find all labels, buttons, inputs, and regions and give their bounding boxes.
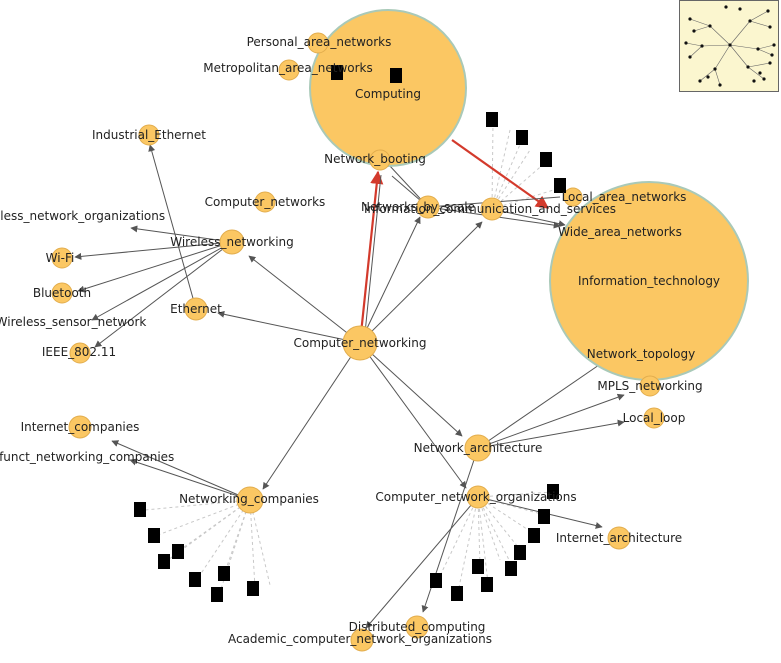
label-computer-networking: Computer_networking — [294, 336, 427, 350]
node-academic-organizations[interactable] — [350, 628, 374, 652]
label-wireless-network-organizations: eless_network_organizations — [0, 209, 165, 223]
label-metropolitan-area-networks: Metropolitan_area_networks — [203, 61, 373, 75]
overview-map-graph — [684, 5, 776, 87]
label-computer-network-organizations: Computer_network_organizations — [375, 490, 576, 504]
node-computer-networks[interactable] — [254, 191, 276, 213]
node-networking-companies[interactable] — [236, 486, 264, 514]
label-personal-area-networks: Personal_area_networks — [247, 35, 392, 49]
label-local-loop: Local_loop — [623, 411, 686, 425]
document-icon[interactable] — [172, 544, 184, 559]
document-icon[interactable] — [472, 559, 484, 574]
label-networks-by-scale: Networks_by_scale — [361, 200, 475, 214]
document-icon[interactable] — [540, 152, 552, 167]
document-icon[interactable] — [486, 112, 498, 127]
label-ethernet: Ethernet — [170, 302, 222, 316]
node-labels: Personal_area_networks Metropolitan_area… — [0, 35, 720, 646]
document-icon[interactable] — [514, 545, 526, 560]
document-icon[interactable] — [390, 68, 402, 83]
edges — [74, 79, 625, 629]
document-icon[interactable] — [528, 528, 540, 543]
label-wireless-sensor-network: Wireless_sensor_network — [0, 315, 146, 329]
node-distributed-computing[interactable] — [405, 615, 429, 639]
label-academic-organizations: Academic_computer_network_organizations — [228, 632, 492, 646]
label-networking-companies: Networking_companies — [179, 492, 319, 506]
label-bluetooth: Bluetooth — [33, 286, 91, 300]
label-local-area-networks: Local_area_networks — [562, 190, 687, 204]
label-info-comm-services: Information_communication_and_services — [364, 202, 616, 216]
node-ethernet[interactable] — [184, 297, 208, 321]
label-mpls-networking: MPLS_networking — [597, 379, 702, 393]
node-industrial-ethernet[interactable] — [138, 124, 160, 146]
node-computer-network-organizations[interactable] — [466, 485, 490, 509]
label-network-topology: Network_topology — [587, 347, 696, 361]
node-ieee-802-11[interactable] — [69, 342, 91, 364]
node-computer-networking[interactable] — [342, 325, 378, 361]
node-network-architecture[interactable] — [464, 434, 492, 462]
label-ieee-802-11: IEEE_802.11 — [42, 345, 116, 359]
label-wireless-networking: Wireless_networking — [170, 235, 294, 249]
label-defunct-networking-companies: efunct_networking_companies — [0, 450, 174, 464]
node-local-area-networks[interactable] — [563, 187, 583, 207]
node-networks-by-scale[interactable] — [416, 195, 440, 219]
document-icon[interactable] — [538, 509, 550, 524]
document-icon[interactable] — [451, 586, 463, 601]
document-icon[interactable] — [481, 577, 493, 592]
document-icon[interactable] — [505, 561, 517, 576]
document-icon[interactable] — [430, 573, 442, 588]
label-information-technology: Information_technology — [578, 274, 720, 288]
node-internet-companies[interactable] — [68, 415, 92, 439]
document-icon[interactable] — [189, 572, 201, 587]
document-icon[interactable] — [148, 528, 160, 543]
label-internet-architecture: Internet_architecture — [556, 531, 682, 545]
document-icon[interactable] — [218, 566, 230, 581]
label-network-architecture: Network_architecture — [414, 441, 543, 455]
node-local-loop[interactable] — [643, 407, 665, 429]
node-internet-architecture[interactable] — [607, 526, 631, 550]
node-network-booting[interactable] — [369, 149, 391, 171]
document-icon[interactable] — [516, 130, 528, 145]
overview-map[interactable] — [679, 0, 779, 92]
node-personal-area-networks[interactable] — [307, 32, 329, 54]
label-computer-networks: Computer_networks — [205, 195, 326, 209]
label-wide-area-networks: Wide_area_networks — [558, 225, 682, 239]
label-wifi: Wi-Fi — [46, 251, 75, 265]
label-internet-companies: Internet_companies — [21, 420, 140, 434]
node-mpls-networking[interactable] — [639, 375, 661, 397]
node-metropolitan-area-networks[interactable] — [278, 59, 300, 81]
label-computing: Computing — [355, 87, 421, 101]
document-icon[interactable] — [247, 581, 259, 596]
label-network-booting: Network_booting — [324, 152, 426, 166]
document-icon[interactable] — [211, 587, 223, 602]
node-wifi[interactable] — [51, 247, 73, 269]
node-bluetooth[interactable] — [51, 282, 73, 304]
node-info-comm-services[interactable] — [480, 197, 504, 221]
nodes — [51, 32, 665, 652]
label-distributed-computing: Distributed_computing — [349, 620, 486, 634]
document-icon[interactable] — [134, 502, 146, 517]
node-wireless-networking[interactable] — [219, 229, 245, 255]
label-industrial-ethernet: Industrial_Ethernet — [92, 128, 206, 142]
document-icon[interactable] — [158, 554, 170, 569]
